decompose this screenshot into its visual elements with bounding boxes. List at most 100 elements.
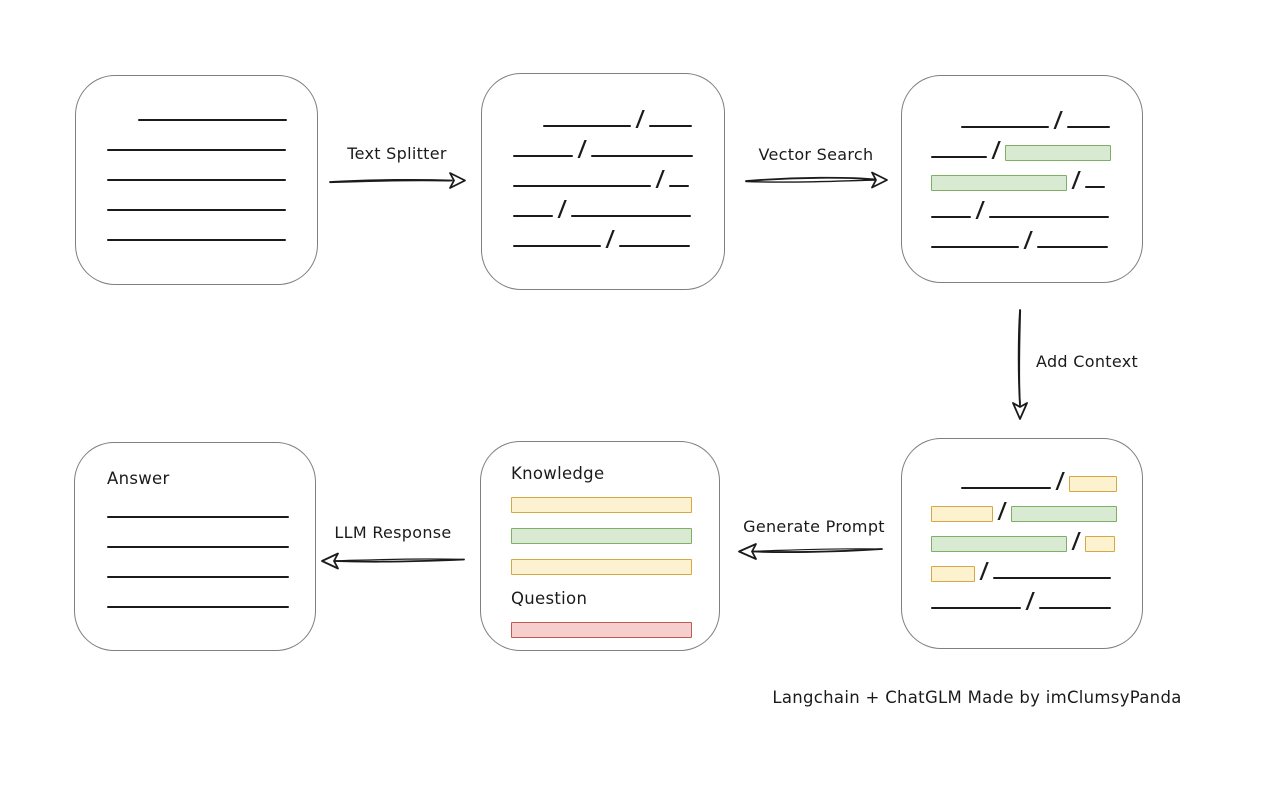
yellow-highlight [931,506,993,522]
box-row: / [931,464,1130,494]
box-row: / [931,524,1130,554]
text-line [1039,607,1112,609]
green-highlight [511,528,692,544]
text-line [1067,126,1111,128]
box-row: / [513,132,706,162]
box-row [107,126,289,156]
red-highlight [511,622,692,638]
box-row [107,186,289,216]
text-line [619,245,691,247]
text-line [931,156,987,158]
llm-response-label: LLM Response [334,523,452,542]
box-row: Answer [107,463,297,489]
box-row [107,96,289,126]
generate-prompt-label: Generate Prompt [743,517,885,536]
separator-slash: / [1055,469,1065,494]
separator-slash: / [605,227,615,252]
text-line [107,516,289,518]
text-line [107,239,286,241]
separator-slash: / [997,499,1007,524]
text-line [543,125,631,127]
box-row [511,546,701,577]
box-label: Knowledge [511,463,605,483]
box-label: Question [511,588,588,608]
text-line [669,185,690,187]
context-box: / / / / / [901,438,1143,649]
box-row: / [931,554,1130,584]
indent-gap [931,493,961,494]
text-line [931,607,1021,609]
answer-box: Answer [74,442,316,651]
box-row [107,553,297,583]
separator-slash: / [991,138,1001,163]
box-row: / [513,222,706,252]
box-row: / [931,163,1130,193]
separator-slash: / [1025,589,1035,614]
box-row: / [931,133,1130,163]
add-context-arrow-icon [1012,309,1028,420]
green-highlight [1011,506,1118,522]
yellow-highlight [1069,476,1118,492]
generate-prompt-arrow-icon [738,543,883,560]
indent-gap [107,125,138,126]
separator-slash: / [577,137,587,162]
text-line [931,246,1019,248]
vector-matches-box: ///// [901,75,1143,283]
box-row [107,523,297,553]
text-line [107,546,289,548]
separator-slash: / [1071,529,1081,554]
box-row [107,583,297,613]
text-line [513,215,553,217]
add-context-label: Add Context [1036,352,1139,371]
text-line [571,215,692,217]
text-line [931,216,971,218]
yellow-highlight [1085,536,1116,552]
vector-search-arrow-icon [745,171,888,189]
text-splitter-label: Text Splitter [347,144,447,163]
box-row: / [513,162,706,192]
text-line [513,155,573,157]
box-row: Knowledge [511,460,701,484]
text-line [107,576,289,578]
box-row [107,489,297,523]
text-line [961,487,1051,489]
text-line [107,209,286,211]
separator-slash: / [655,167,665,192]
text-splitter-arrow-icon [329,172,466,189]
text-line [1085,186,1106,188]
box-row: / [931,223,1130,253]
text-line [1037,246,1109,248]
box-row: / [513,192,706,222]
box-row [107,216,289,246]
text-line [513,185,651,187]
text-line [989,216,1110,218]
separator-slash: / [975,198,985,223]
text-line [649,125,693,127]
box-row: / [931,584,1130,614]
box-row: / [931,103,1130,133]
box-label: Answer [107,468,170,488]
green-highlight [931,536,1067,552]
text-line [107,179,286,181]
text-line [107,149,286,151]
separator-slash: / [1053,108,1063,133]
credit-text: Langchain + ChatGLM Made by imClumsyPand… [772,688,1182,707]
green-highlight [931,175,1067,191]
separator-slash: / [1071,168,1081,193]
green-highlight [1005,145,1112,161]
box-row: / [931,494,1130,524]
text-line [513,245,601,247]
indent-gap [513,131,543,132]
yellow-highlight [511,497,692,513]
yellow-highlight [931,566,975,582]
split-text-box: ///// [481,73,725,290]
text-line [138,119,287,121]
box-row [511,609,701,640]
box-row: Question [511,577,701,609]
llm-response-arrow-icon [321,552,465,570]
vector-search-label: Vector Search [758,145,874,164]
separator-slash: / [557,197,567,222]
separator-slash: / [979,559,989,584]
